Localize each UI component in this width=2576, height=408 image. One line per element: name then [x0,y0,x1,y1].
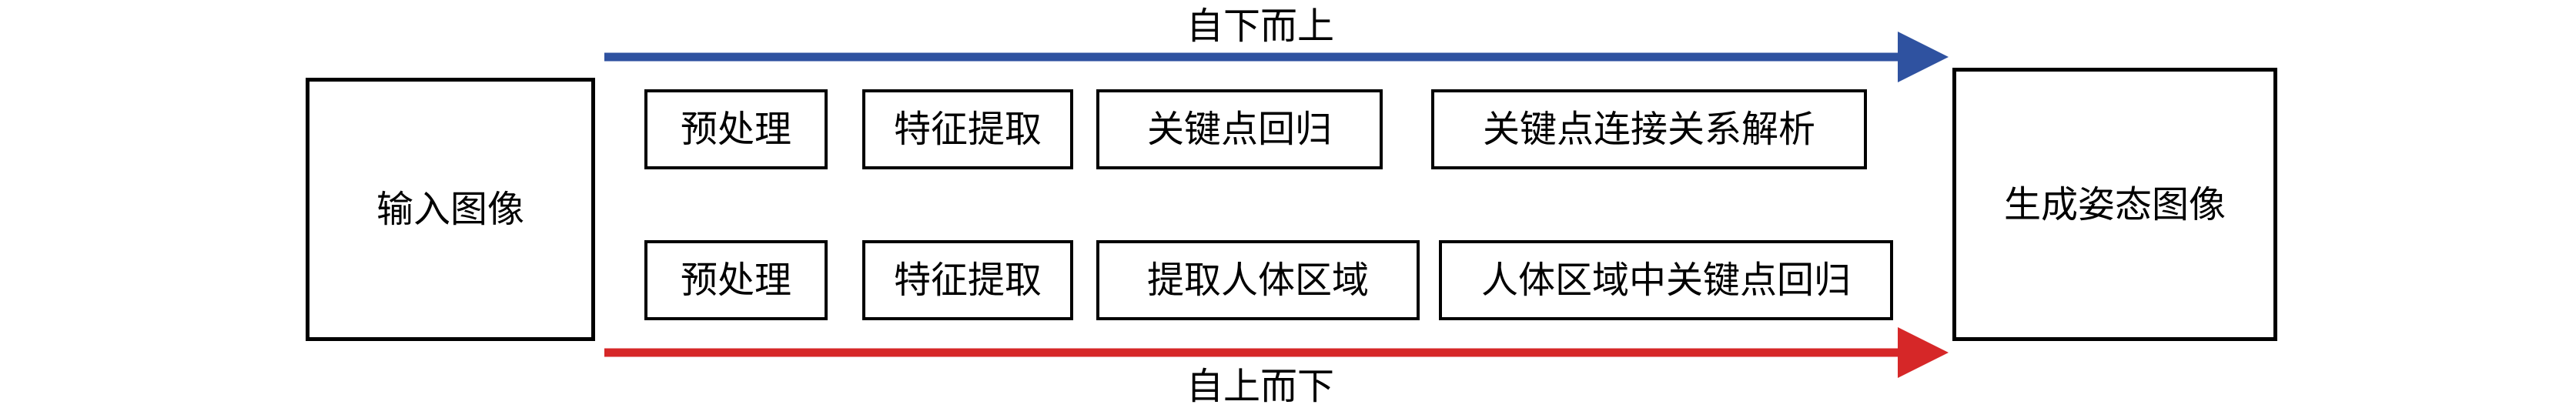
bottom-step-keypoint-regression-in-region: 人体区域中关键点回归 [1439,240,1893,320]
input-image-box: 输入图像 [306,78,595,341]
top-down-label: 自上而下 [1186,365,1335,408]
bottom-step-feature-extraction: 特征提取 [862,240,1073,320]
top-step-feature-extraction: 特征提取 [862,89,1073,169]
bottom-up-label: 自下而上 [1186,5,1335,48]
output-pose-image-box: 生成姿态图像 [1952,68,2277,341]
bottom-step-human-region-extraction: 提取人体区域 [1096,240,1420,320]
top-step-preprocess: 预处理 [644,89,828,169]
bottom-step-preprocess: 预处理 [644,240,828,320]
top-step-keypoint-connection-parsing: 关键点连接关系解析 [1431,89,1867,169]
top-step-keypoint-regression: 关键点回归 [1096,89,1383,169]
